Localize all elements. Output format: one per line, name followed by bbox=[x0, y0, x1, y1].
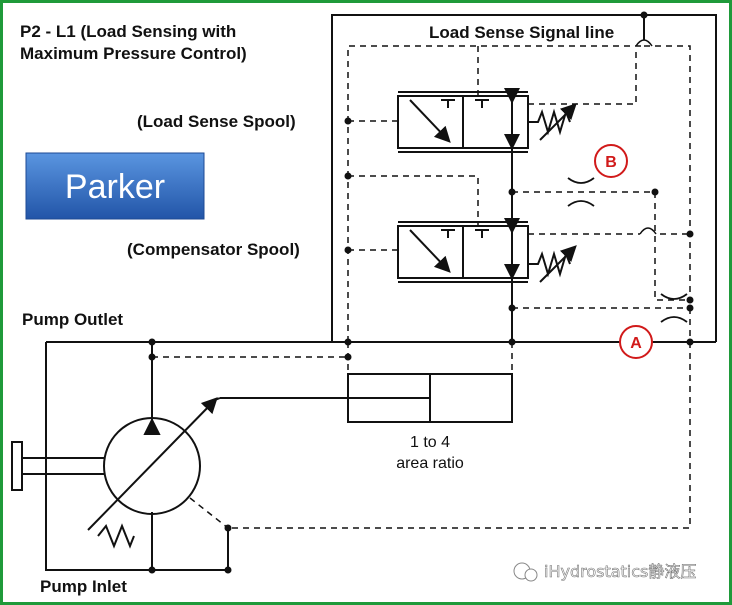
svg-text:A: A bbox=[630, 335, 642, 352]
parker-logo: Parker bbox=[25, 152, 205, 220]
junction-dots bbox=[148, 11, 694, 574]
area-ratio-cylinder bbox=[220, 373, 513, 423]
title-line-2: Maximum Pressure Control) bbox=[20, 44, 247, 63]
orifice-b bbox=[567, 177, 595, 207]
pump-inlet-label: Pump Inlet bbox=[40, 577, 127, 596]
watermark: iHydrostatics静液压 bbox=[513, 562, 697, 582]
variable-pump bbox=[11, 397, 221, 549]
area-ratio-label-2: area ratio bbox=[396, 455, 464, 472]
compensator-spool bbox=[397, 218, 577, 283]
title-line-1: P2 - L1 (Load Sensing with bbox=[20, 22, 236, 41]
orifice-a bbox=[660, 293, 688, 323]
crossover-humps bbox=[635, 39, 657, 235]
svg-text:B: B bbox=[605, 154, 617, 171]
main-pressure-lines bbox=[45, 15, 716, 571]
tag-b: B bbox=[594, 144, 628, 178]
parker-logo-text: Parker bbox=[65, 168, 165, 206]
control-block-outline bbox=[331, 14, 717, 342]
watermark-text: iHydrostatics静液压 bbox=[544, 562, 696, 581]
pump-outlet-label: Pump Outlet bbox=[22, 310, 123, 329]
load-sense-signal-line-label: Load Sense Signal line bbox=[429, 23, 614, 42]
load-sense-spool bbox=[397, 88, 577, 153]
load-sense-spool-label: (Load Sense Spool) bbox=[137, 112, 296, 131]
compensator-spool-label: (Compensator Spool) bbox=[127, 240, 300, 259]
tag-a: A bbox=[619, 325, 653, 359]
area-ratio-label-1: 1 to 4 bbox=[410, 434, 450, 451]
